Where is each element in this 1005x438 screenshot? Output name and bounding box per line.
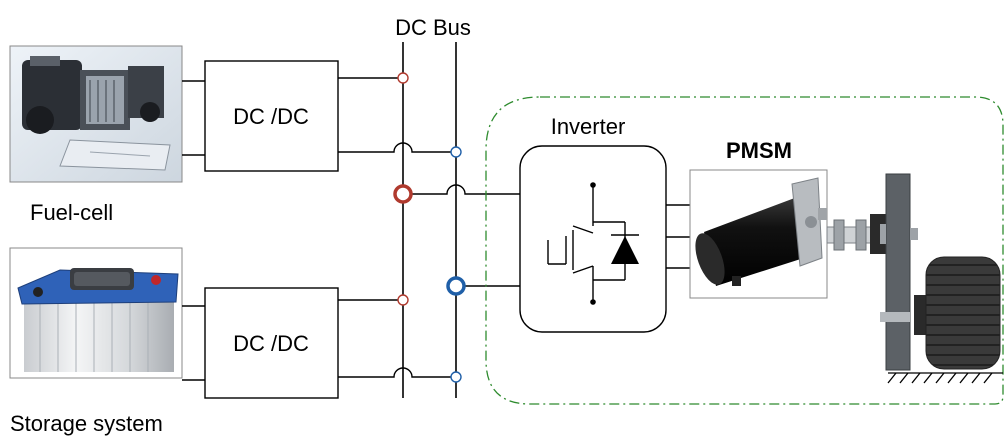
fuel-cell-image	[9, 45, 183, 183]
source-wires	[182, 80, 205, 381]
dcdc-converter-top	[204, 60, 339, 172]
pmsm-motor-image	[689, 169, 828, 299]
dcdc-converter-bottom	[204, 287, 339, 399]
storage-system-label: Storage system	[10, 411, 163, 436]
fuel-cell-label: Fuel-cell	[30, 200, 113, 225]
ground-symbol	[887, 372, 1003, 384]
wheel	[914, 256, 1001, 370]
storage-system-image	[9, 247, 183, 379]
bus-node-bottom-neg	[450, 371, 462, 383]
dcdc-bottom-label: DC /DC	[233, 331, 309, 356]
bus-node-bottom-pos	[397, 294, 409, 306]
flywheel-disc	[880, 173, 918, 371]
dcdc-top-label: DC /DC	[233, 104, 309, 129]
shaft-coupling	[826, 214, 886, 254]
dc-bus-label: DC Bus	[395, 15, 471, 40]
pmsm-label: PMSM	[726, 138, 792, 163]
bus-node-top-pos	[397, 72, 409, 84]
inverter-label: Inverter	[551, 114, 626, 139]
bus-node-inverter-neg	[446, 276, 466, 296]
diode-symbol	[611, 236, 639, 264]
drive-enclosure	[485, 96, 1004, 405]
dcdc-bus-wires	[338, 77, 520, 378]
inverter-box	[519, 145, 667, 333]
bus-node-top-neg	[450, 146, 462, 158]
igbt-symbol	[547, 182, 639, 305]
bus-node-inverter-pos	[393, 184, 413, 204]
motor-phase-wires	[666, 204, 690, 269]
